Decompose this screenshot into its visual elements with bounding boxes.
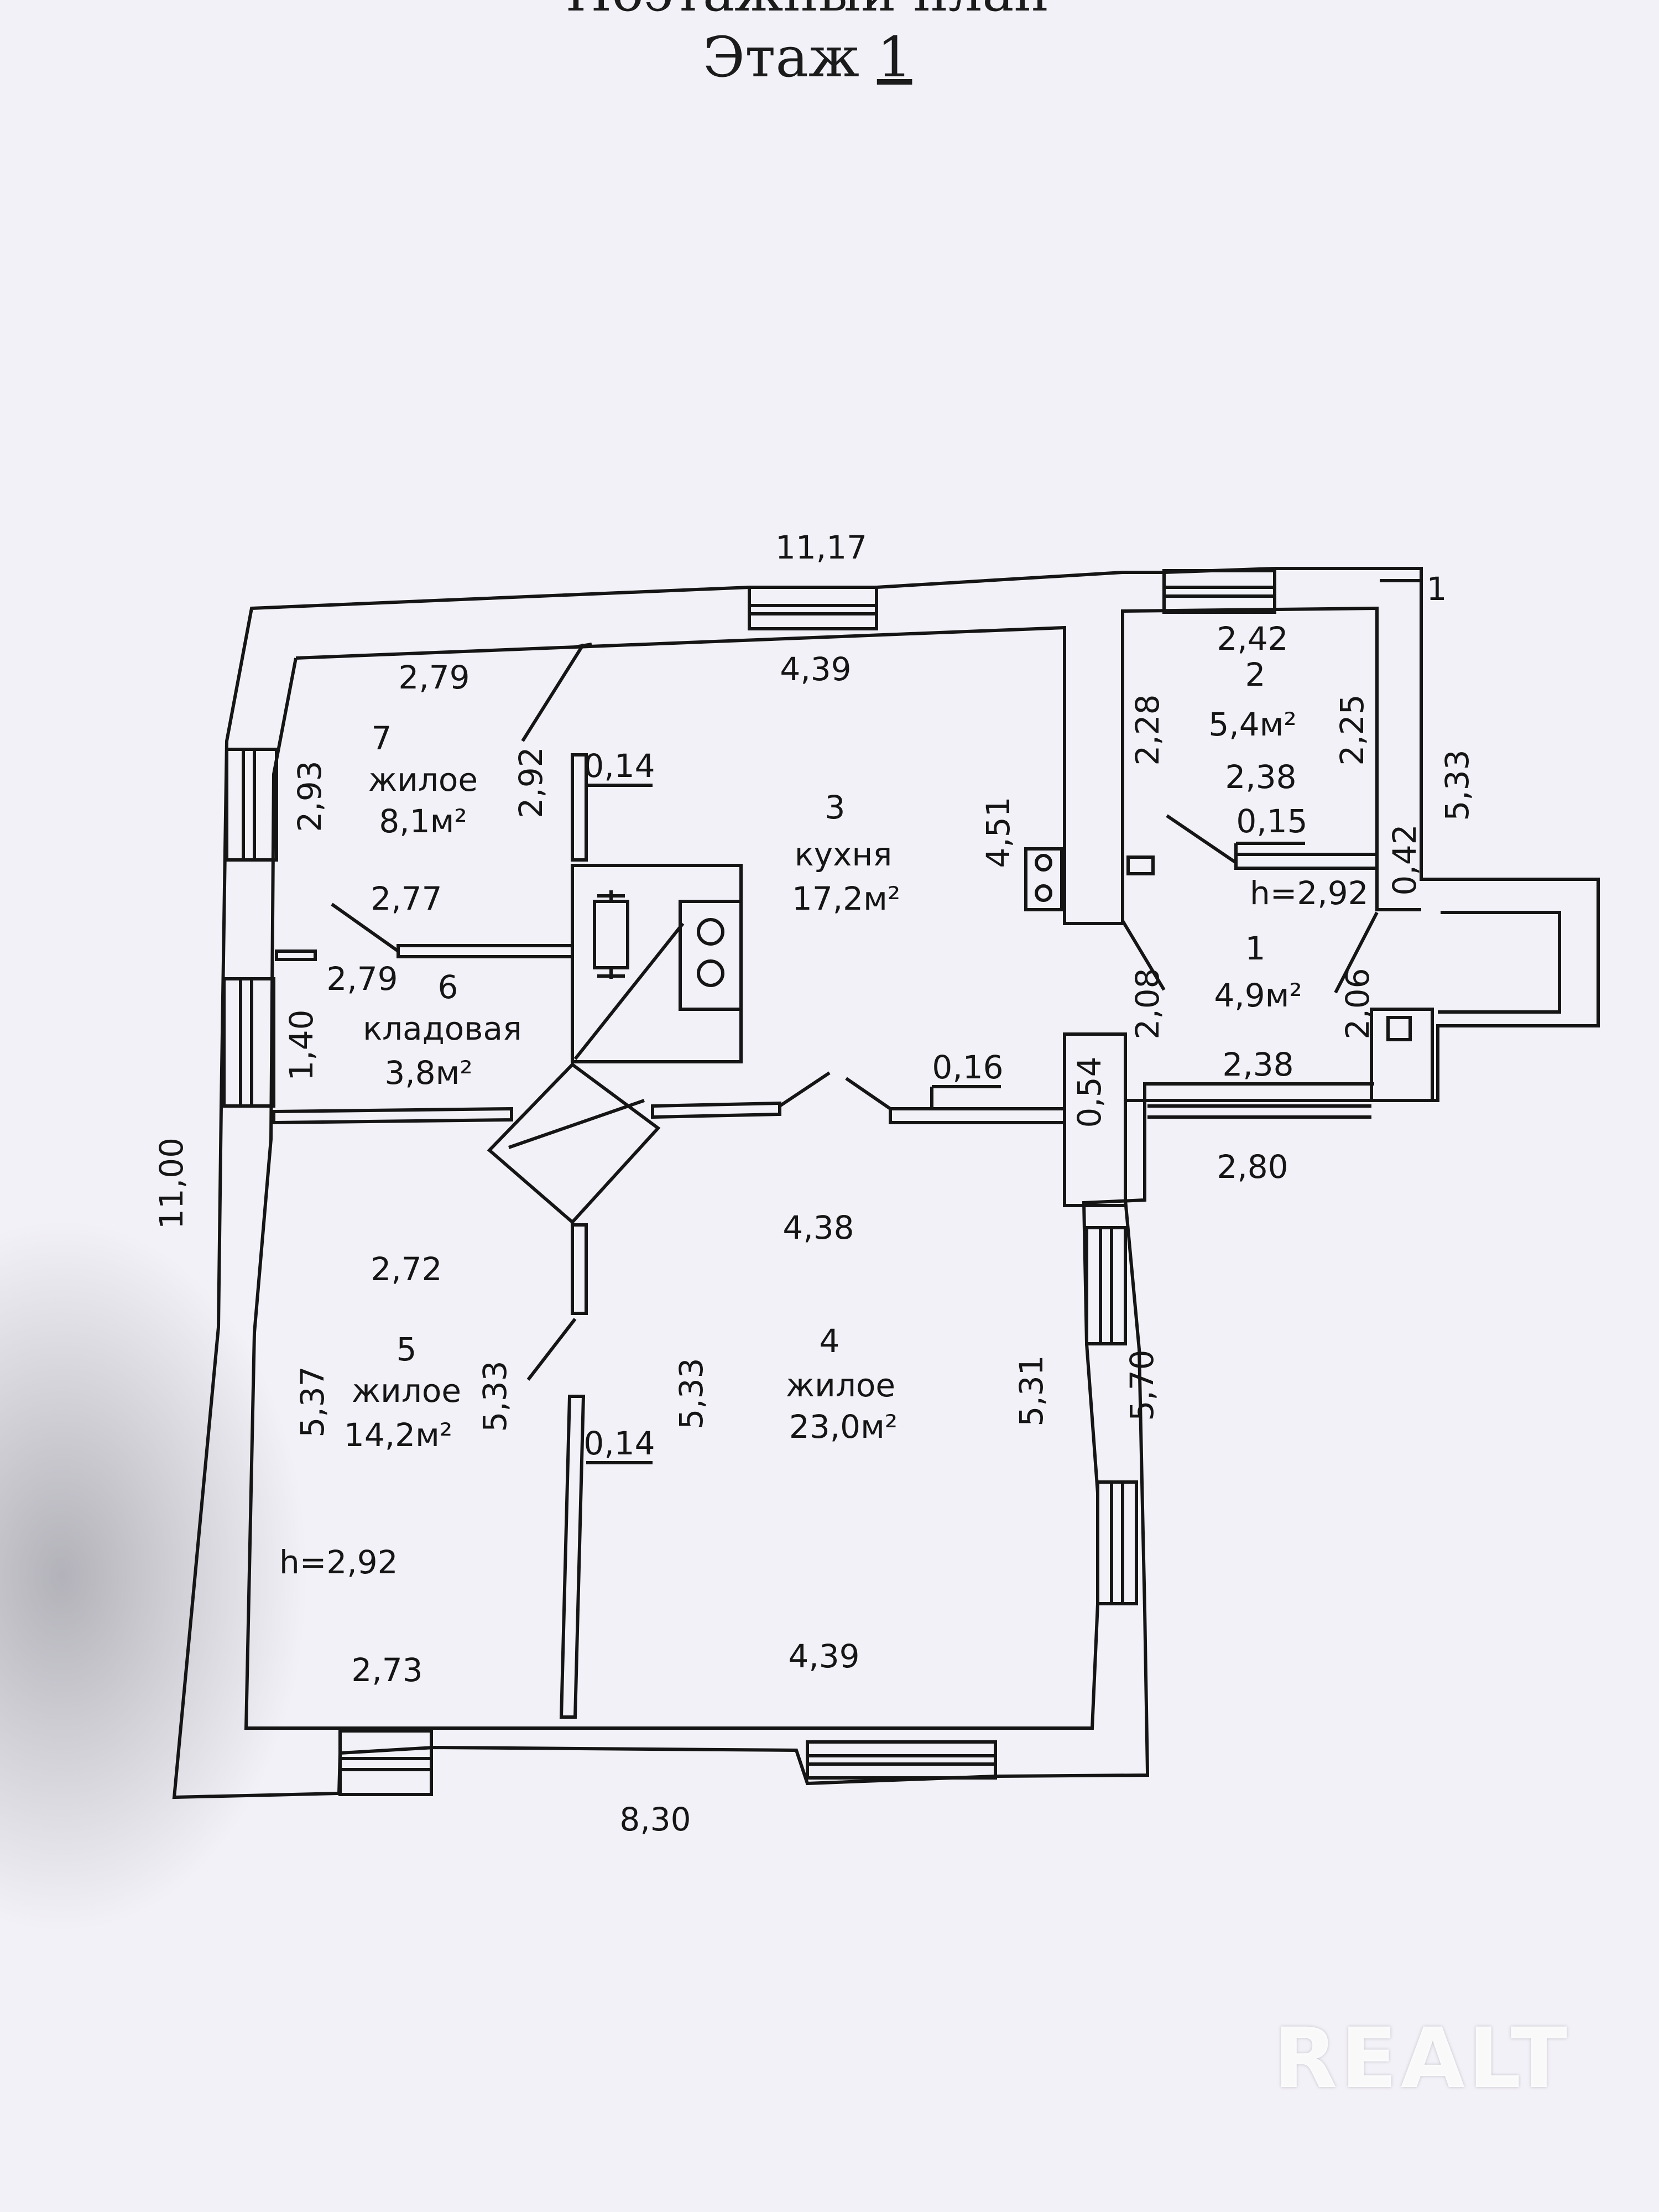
shadow	[0, 1217, 310, 1936]
door-r1-right	[1334, 911, 1379, 994]
floor-prefix: Этаж	[702, 25, 877, 90]
room-7-number: 7	[372, 719, 392, 757]
room-4-area: 23,0м²	[789, 1408, 898, 1446]
window-left-top	[225, 748, 278, 862]
dim-partition-r4-top: 0,16	[932, 1048, 1003, 1086]
dim-r7-right: 2,92	[512, 747, 550, 818]
door-r2	[1166, 814, 1237, 864]
floor-label: Этаж 1	[0, 25, 1637, 90]
dim-partition-r4: 0,14	[583, 1425, 655, 1462]
partition-r7-r6	[397, 944, 574, 958]
dim-r5-left: 5,37	[294, 1366, 331, 1437]
partition-r2-stub	[1126, 855, 1155, 875]
room-3-number: 3	[825, 789, 846, 826]
room-5-name: жилое	[352, 1372, 461, 1410]
room-5-number: 5	[397, 1331, 417, 1368]
room-2-area: 5,4м²	[1208, 706, 1296, 743]
room-4-name: жилое	[786, 1366, 895, 1404]
window-right-mid	[1085, 1226, 1127, 1345]
room-6-area: 3,8м²	[384, 1054, 472, 1092]
door-r3-b	[845, 1077, 891, 1110]
door-r1-left	[1121, 920, 1166, 991]
room-7-name: жилое	[368, 761, 478, 799]
dim-corner-mark: 1	[1427, 570, 1447, 608]
plan-title: Поэтажный план	[0, 0, 1637, 23]
dim-r2-left: 2,28	[1129, 694, 1166, 765]
partition-r5-r4-top	[571, 1223, 588, 1315]
dim-porch-wall: 0,42	[1386, 824, 1423, 895]
dim-porch-bottom: 2,80	[1217, 1148, 1288, 1186]
room-3-name: кухня	[795, 836, 893, 873]
dim-overall-bottom: 8,30	[619, 1801, 691, 1838]
dim-r7-top: 2,79	[398, 659, 469, 696]
partition-r4-right	[889, 1107, 1066, 1124]
room-5-area: 14,2м²	[344, 1416, 452, 1454]
dim-overall-top: 11,17	[775, 529, 867, 566]
dim-r2-bottom: 2,38	[1225, 758, 1296, 796]
partition-r6-left	[275, 950, 317, 961]
dim-r5-bottom: 2,73	[351, 1651, 422, 1689]
dim-r7-bottom: 2,77	[371, 880, 442, 917]
dim-r6-left: 1,40	[283, 1009, 320, 1081]
sink	[1024, 847, 1063, 911]
room-4-number: 4	[820, 1322, 840, 1360]
dim-r1-bottom: 2,38	[1222, 1046, 1293, 1083]
counter-diagonal	[573, 922, 685, 1060]
room-6-name: кладовая	[363, 1010, 522, 1047]
window-right-low	[1096, 1480, 1138, 1605]
room-1-number: 1	[1245, 930, 1266, 967]
dim-r2-top: 2,42	[1217, 620, 1288, 658]
room-2-number: 2	[1245, 656, 1266, 693]
dim-r7-left: 2,93	[291, 760, 328, 832]
window-bottom	[806, 1740, 997, 1780]
dim-r5-top: 2,72	[371, 1250, 442, 1288]
room-1-area: 4,9м²	[1214, 977, 1302, 1014]
partition-r2-right	[1234, 853, 1379, 870]
dim-r6-top: 2,79	[326, 960, 398, 998]
dim-r1-right: 2,06	[1339, 968, 1376, 1039]
dim-r3-top: 4,39	[780, 650, 851, 688]
boiler	[593, 900, 629, 969]
partition-r5-r4	[559, 1395, 586, 1719]
stove	[679, 900, 743, 1011]
dim-partition-r3: 0,14	[583, 747, 655, 785]
room-6-number: 6	[438, 968, 458, 1006]
dim-r3-right: 4,51	[979, 796, 1017, 868]
window-top-right	[1162, 569, 1276, 614]
dim-r4-right: 5,31	[1013, 1355, 1050, 1426]
room-3-area: 17,2м²	[792, 880, 900, 917]
dim-r5-right: 5,33	[476, 1360, 514, 1432]
door-r3-a	[779, 1071, 831, 1108]
dim-r4-top: 4,38	[782, 1209, 854, 1246]
partition-r3-r4	[651, 1101, 781, 1119]
window-left-mid	[222, 977, 275, 1108]
partition-r6-r5	[272, 1107, 513, 1125]
ceiling-height-r5: h=2,92	[279, 1543, 398, 1581]
dim-r2-right: 2,25	[1333, 694, 1371, 765]
partition-r7-r3	[571, 753, 588, 862]
dim-outer-right-top: 5,33	[1438, 749, 1476, 821]
door-r5	[526, 1318, 577, 1381]
ceiling-height-r2: h=2,92	[1250, 874, 1369, 912]
dim-r4-left: 5,33	[672, 1358, 710, 1429]
dim-r4-bottom: 4,39	[788, 1637, 859, 1675]
dim-overall-left: 11,00	[153, 1138, 190, 1229]
door-r7	[521, 643, 585, 742]
window-top	[748, 586, 878, 630]
window-bottom-left	[338, 1729, 433, 1796]
room-7-area: 8,1м²	[379, 802, 467, 840]
dim-r1-left: 2,08	[1129, 968, 1166, 1039]
dim-pillar: 0,54	[1071, 1056, 1108, 1128]
dim-r2-partition: 0,15	[1236, 802, 1307, 840]
realt-watermark-logo: REALT	[1273, 2011, 1571, 2107]
porch-post	[1370, 1008, 1434, 1102]
dim-outer-right-bottom: 5,70	[1123, 1349, 1161, 1421]
door-r6	[331, 902, 399, 953]
chimney	[487, 1062, 661, 1225]
floor-number: 1	[877, 25, 912, 90]
